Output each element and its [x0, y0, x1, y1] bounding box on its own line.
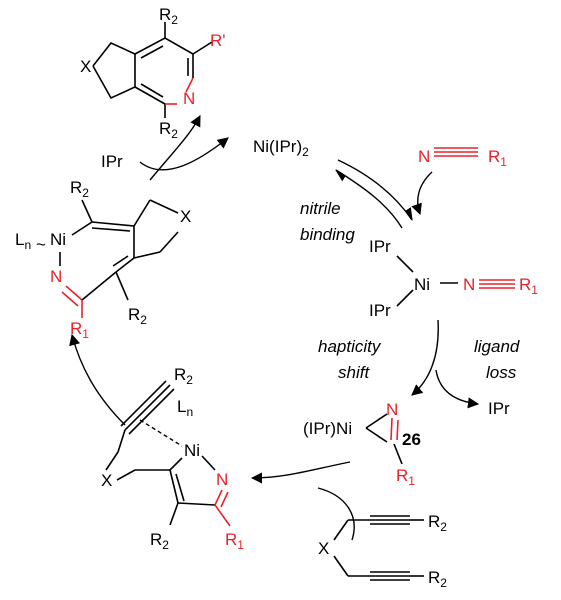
- insertion-arrow: [69, 333, 126, 426]
- nitrile-complex: IPr Ni IPr N R1: [369, 237, 538, 320]
- hapticity-shift-arrow: [411, 319, 439, 396]
- pyridine-product: R2 R' X N R2: [80, 5, 226, 141]
- diyne-substrate: R2 X R2: [318, 512, 447, 590]
- nitrile-addition-arrow: [411, 171, 433, 216]
- ligand-loss-arrow: [435, 369, 480, 409]
- svg-text:~: ~: [36, 235, 46, 254]
- svg-text:N: N: [50, 267, 62, 286]
- product-r2-top: R2: [159, 5, 178, 27]
- svg-text:R2: R2: [150, 530, 169, 552]
- svg-text:IPr: IPr: [369, 237, 391, 256]
- svg-text:R2: R2: [174, 365, 193, 387]
- step-nitrile-binding-1: nitrile: [300, 199, 341, 218]
- step-hapticity-shift-2: shift: [338, 363, 370, 382]
- step-nitrile-binding-2: binding: [300, 225, 355, 244]
- step-hapticity-shift-1: hapticity: [318, 337, 382, 356]
- product-r-prime: R': [210, 31, 226, 50]
- product-x-label: X: [80, 57, 91, 76]
- svg-text:R1: R1: [519, 275, 538, 297]
- svg-text:N: N: [463, 275, 475, 294]
- svg-text:R2: R2: [428, 512, 447, 534]
- svg-text:R2: R2: [428, 568, 447, 590]
- svg-text:Ln: Ln: [177, 397, 193, 419]
- svg-text:Ln: Ln: [15, 230, 31, 252]
- cyclization-arrow: [250, 461, 351, 484]
- nitrile-binding-reverse-arrow: [334, 169, 403, 229]
- ipr-release-arrow: [139, 137, 229, 171]
- svg-text:R1: R1: [70, 319, 89, 341]
- svg-text:X: X: [180, 207, 191, 226]
- product-r2-bottom: R2: [159, 119, 178, 141]
- ipr-released-right: IPr: [488, 399, 510, 418]
- svg-text:X: X: [101, 471, 112, 490]
- svg-text:26: 26: [402, 430, 421, 449]
- ipr-released-top: IPr: [101, 152, 123, 171]
- nitrile-binding-forward-arrow: [337, 159, 413, 222]
- svg-text:R2: R2: [128, 305, 147, 327]
- svg-text:Ni: Ni: [414, 275, 430, 294]
- svg-text:N: N: [386, 400, 398, 419]
- svg-text:R1: R1: [225, 530, 244, 552]
- step-ligand-loss-1: ligand: [474, 337, 520, 356]
- eta2-nitrile-complex-26: (IPr)Ni N 26 R1: [303, 400, 421, 488]
- metallacycle-intermediate: R2 Ln ~ Ni X N R2 R1: [15, 178, 191, 341]
- svg-text:R1: R1: [488, 147, 507, 169]
- svg-text:R2: R2: [70, 178, 89, 200]
- azanickelacycle-intermediate: R2 Ln Ni X N R2 R1: [101, 365, 244, 552]
- svg-text:(IPr)Ni: (IPr)Ni: [303, 419, 352, 438]
- svg-text:Ni: Ni: [50, 230, 66, 249]
- step-ligand-loss-2: loss: [486, 363, 517, 382]
- svg-text:IPr: IPr: [369, 301, 391, 320]
- product-release-arrow: [149, 115, 201, 181]
- svg-text:X: X: [318, 539, 329, 558]
- svg-text:Ni: Ni: [184, 441, 200, 460]
- svg-text:N: N: [216, 470, 228, 489]
- svg-text:R1: R1: [396, 466, 415, 488]
- product-n-label: N: [183, 89, 195, 108]
- catalyst-label: Ni(IPr)2: [253, 137, 309, 159]
- diyne-entry-arrow: [317, 487, 355, 541]
- nitrile-reagent: N R1: [418, 147, 507, 169]
- svg-text:N: N: [418, 147, 430, 166]
